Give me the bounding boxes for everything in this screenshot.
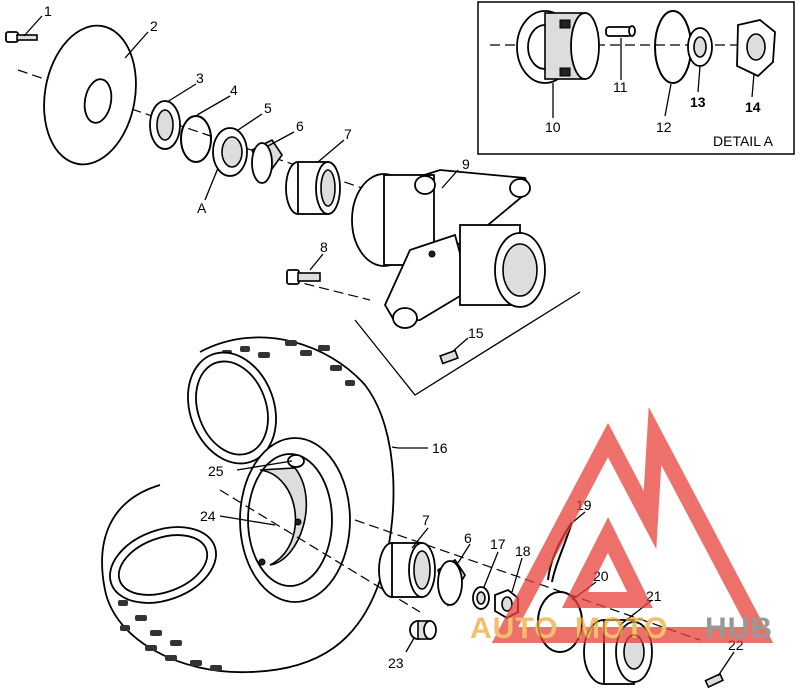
part-3-seal-drawing xyxy=(149,100,181,150)
tire-tread-blocks xyxy=(118,340,355,671)
detail-part-10-drawing xyxy=(516,10,600,84)
part-20-ring-drawing xyxy=(537,591,583,653)
part-7-race-drawing xyxy=(285,161,341,215)
callout-17: 17 xyxy=(490,536,506,552)
callout-15: 15 xyxy=(468,325,484,341)
detail-part-13-drawing xyxy=(687,27,713,67)
tire-wheel-assembly: 16 25 24 xyxy=(101,336,701,673)
callout-5: 5 xyxy=(264,100,272,116)
callout-9: 9 xyxy=(462,156,470,172)
upper-hub-assembly: A xyxy=(5,3,581,396)
watermark-text-hub: HUB xyxy=(705,612,773,645)
callout-10: 10 xyxy=(545,119,561,135)
callout-13: 13 xyxy=(690,94,706,110)
callout-24: 24 xyxy=(200,508,216,524)
watermark-text-moto: MOTO xyxy=(575,612,668,645)
automotohub-watermark: AUTO MOTO HUB xyxy=(470,406,774,645)
part-23-plug-drawing xyxy=(409,620,437,640)
callout-7: 7 xyxy=(344,126,352,142)
detail-a-caption: DETAIL A xyxy=(713,133,774,149)
part-17-washer-drawing xyxy=(472,586,490,610)
part-9-hub-drawing xyxy=(351,169,546,329)
part-6-lower-bearing-drawing xyxy=(437,558,466,608)
ref-letter-a: A xyxy=(197,200,207,216)
callout-7-lower: 7 xyxy=(422,512,430,528)
part-5-bearing-drawing xyxy=(212,127,248,177)
watermark-triangle-mark xyxy=(491,406,774,643)
detail-part-14-drawing xyxy=(736,19,776,78)
callout-3: 3 xyxy=(196,70,204,86)
callout-18: 18 xyxy=(515,543,531,559)
part-15-stud-drawing xyxy=(439,349,459,365)
callout-1: 1 xyxy=(44,3,52,19)
callout-2: 2 xyxy=(150,18,158,34)
callout-21: 21 xyxy=(646,588,662,604)
callout-25: 25 xyxy=(208,463,224,479)
callout-6: 6 xyxy=(296,118,304,134)
detail-a-panel: 10 11 12 13 14 DETAIL A xyxy=(477,1,795,155)
part-2-brake-disc-drawing xyxy=(43,24,137,166)
detail-part-11-drawing xyxy=(605,25,636,37)
callout-8: 8 xyxy=(320,239,328,255)
callout-16: 16 xyxy=(432,440,448,456)
callout-4: 4 xyxy=(230,82,238,98)
part-1-bolt-drawing xyxy=(5,31,38,43)
lower-hub-parts: 7 6 17 18 19 20 21 22 23 xyxy=(378,497,744,689)
callout-6-lower: 6 xyxy=(464,530,472,546)
callout-14: 14 xyxy=(745,99,761,115)
part-8-bolt-drawing xyxy=(286,269,321,285)
wheel-rim-drawing xyxy=(239,437,351,603)
part-6-cone-bearing-drawing xyxy=(250,138,283,184)
callout-11: 11 xyxy=(613,79,628,95)
callout-12: 12 xyxy=(656,119,672,135)
watermark-text-auto: AUTO xyxy=(470,612,558,645)
part-22-screw-drawing xyxy=(704,672,725,689)
part-4-ring-drawing xyxy=(180,115,212,163)
part-7-lower-race-drawing xyxy=(378,542,436,598)
callout-23: 23 xyxy=(388,655,404,671)
